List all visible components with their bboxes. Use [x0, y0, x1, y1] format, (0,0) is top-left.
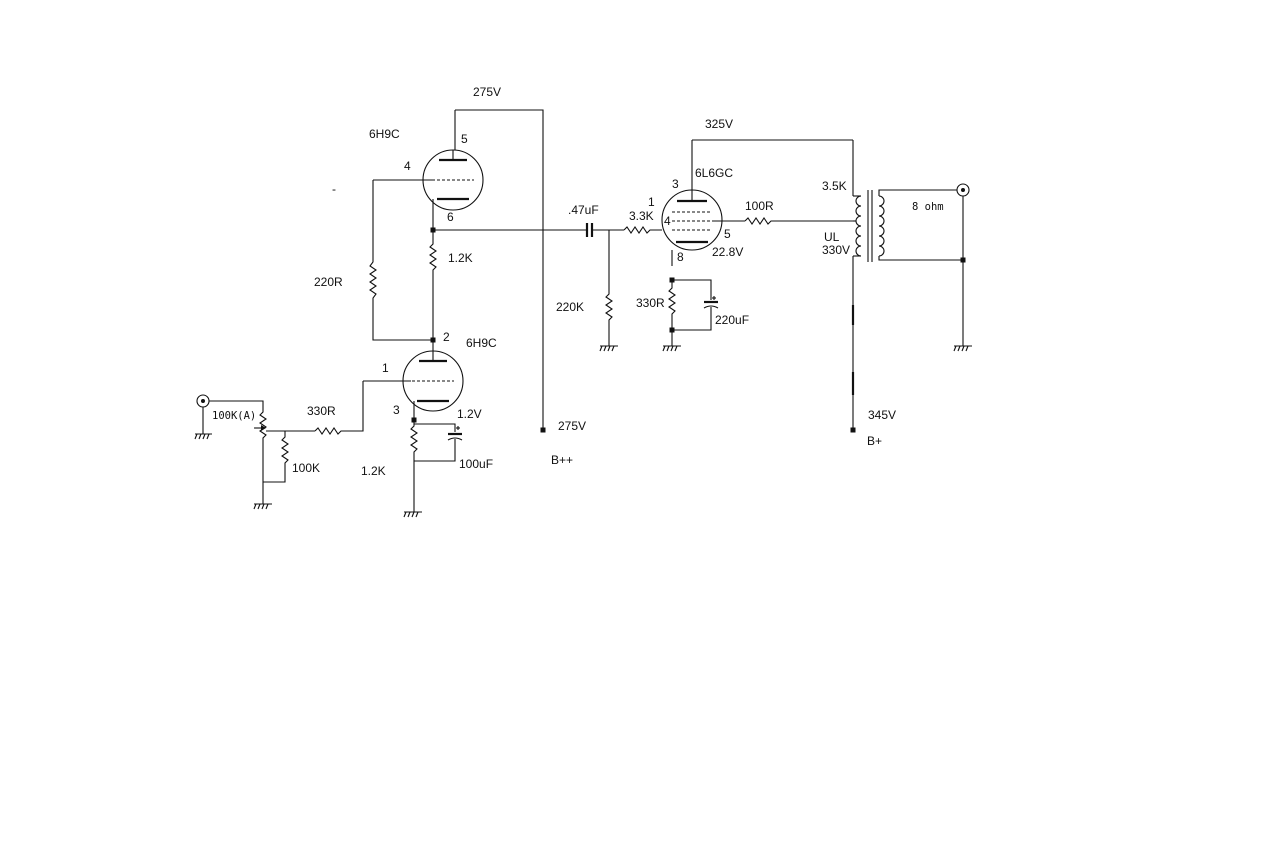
voltage-22-8v-label: 22.8V: [712, 245, 743, 259]
tube3-pin4-label: 4: [664, 214, 671, 228]
volume-potentiometer: [209, 400, 315, 504]
feedback-220r-resistor: [369, 180, 433, 341]
grid-stopper-330r-resistor: [314, 381, 364, 435]
pot-100k-label: 100K(A): [212, 410, 256, 422]
tube1-pin6-label: 6: [447, 210, 454, 224]
voltage-330v-label: 330V: [822, 243, 850, 257]
coupling-capacitor: [433, 223, 624, 237]
r220k-label: 220K: [556, 300, 584, 314]
pentode-tube-6l6gc: [661, 139, 853, 266]
voltage-1-2v-label: 1.2V: [457, 407, 482, 421]
tube2-name-label: 6H9C: [466, 336, 497, 350]
dash-mark: -: [332, 182, 336, 196]
speaker-output-jack: [956, 183, 970, 197]
grid-leak-220k-resistor: [599, 230, 618, 352]
lower-triode-tube: [363, 340, 464, 420]
r330-input-label: 330R: [307, 404, 336, 418]
tube1-pin4-label: 4: [404, 159, 411, 173]
r1-2k-top-label: 1.2K: [448, 251, 473, 265]
shunt-100k-resistor: [263, 431, 289, 483]
load-1-2k-resistor: [429, 227, 437, 343]
voltage-325v-label: 325V: [705, 117, 733, 131]
tube1-pin5-label: 5: [461, 132, 468, 146]
r3-3k-label: 3.3K: [629, 209, 654, 223]
voltage-275v-top-label: 275V: [473, 85, 501, 99]
tube3-pin5-label: 5: [724, 227, 731, 241]
voltage-345v-label: 345V: [868, 408, 896, 422]
tube3-pin1-label: 1: [648, 195, 655, 209]
grid-stopper-3-3k-resistor: [623, 226, 662, 234]
output-transformer: [852, 140, 972, 430]
tube2-pin3-label: 3: [393, 403, 400, 417]
r330-cathode-label: 330R: [636, 296, 665, 310]
cathode-network-output: [662, 277, 719, 352]
voltage-275v-bpp-label: 275V: [558, 419, 586, 433]
input-jack: [194, 394, 212, 440]
tube2-pin2-label: 2: [443, 330, 450, 344]
tube3-pin8-label: 8: [677, 250, 684, 264]
impedance-3-5k-label: 3.5K: [822, 179, 847, 193]
tube2-pin1-label: 1: [382, 361, 389, 375]
c047uf-label: .47uF: [568, 203, 599, 217]
b-plus-supply-node: [850, 305, 856, 433]
b-plus-plus-rail: [455, 109, 546, 433]
bplus-label: B+: [867, 434, 882, 448]
r100k-label: 100K: [292, 461, 320, 475]
r100-screen-label: 100R: [745, 199, 774, 213]
tube1-name-label: 6H9C: [369, 127, 400, 141]
upper-triode-tube: [373, 110, 484, 230]
cathode-network-lower: [410, 417, 463, 512]
ground-symbol: [403, 511, 422, 518]
r220-label: 220R: [314, 275, 343, 289]
ultralinear-label: UL: [824, 230, 840, 244]
c220uf-label: 220uF: [715, 313, 749, 327]
c100uf-label: 100uF: [459, 457, 493, 471]
speaker-8-ohm-label: 8 ohm: [912, 201, 944, 213]
bpp-label: B++: [551, 453, 573, 467]
tube3-name-label: 6L6GC: [695, 166, 733, 180]
ground-symbol: [253, 503, 272, 510]
screen-100r-resistor: [744, 217, 853, 225]
tube3-pin3-label: 3: [672, 177, 679, 191]
r1-2k-bottom-label: 1.2K: [361, 464, 386, 478]
